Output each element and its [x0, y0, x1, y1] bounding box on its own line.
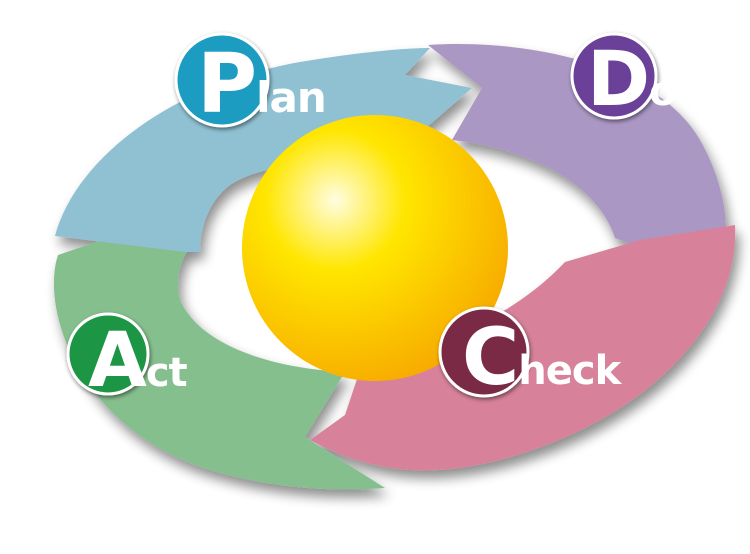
do-initial: D — [587, 34, 649, 123]
check-badge: Check — [438, 306, 624, 403]
do-label: Do — [587, 34, 676, 123]
plan-initial: P — [197, 37, 256, 132]
do-badge-circle — [570, 32, 658, 120]
check-initial: C — [462, 313, 518, 403]
check-rest: heck — [518, 348, 622, 394]
act-rest: ct — [146, 350, 188, 396]
plan-badge-circle — [174, 32, 270, 128]
center-sphere — [242, 115, 508, 381]
do-badge: Do — [570, 32, 677, 123]
act-badge-circle — [66, 312, 150, 396]
plan-segment — [55, 48, 472, 252]
do-segment — [428, 44, 727, 272]
do-rest: o — [649, 69, 675, 115]
act-initial: A — [88, 315, 147, 404]
plan-rest: lan — [256, 73, 326, 122]
act-badge: Act — [66, 312, 189, 404]
act-segment — [53, 232, 386, 490]
check-badge-circle — [438, 306, 530, 398]
plan-label: Plan — [197, 37, 326, 132]
check-label: Check — [462, 313, 623, 403]
act-label: Act — [88, 315, 188, 404]
plan-badge: Plan — [174, 32, 327, 132]
